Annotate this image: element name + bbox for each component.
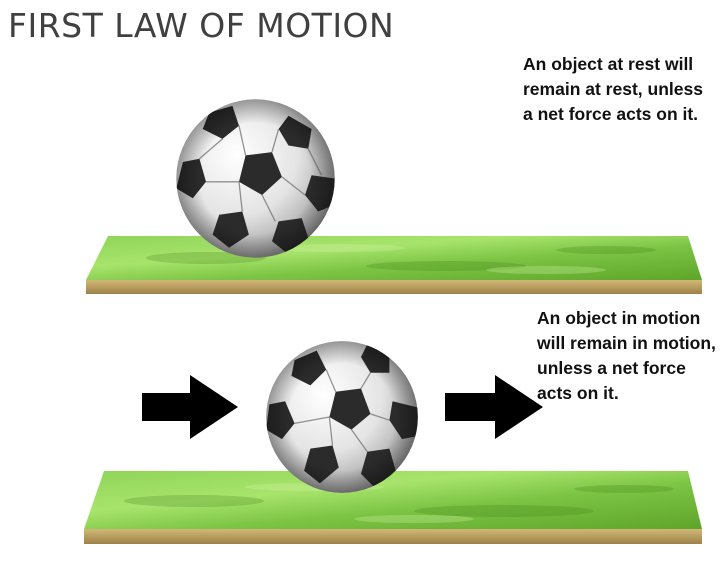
right-arrow-icon (142, 375, 238, 439)
soccer-ball-icon (266, 341, 418, 493)
rest-caption: An object at rest will remain at rest, u… (523, 54, 703, 124)
grass-platform-bottom (84, 471, 702, 544)
right-arrow-icon (445, 375, 543, 439)
motion-caption: An object in motion will remain in motio… (537, 308, 716, 403)
soccer-ball-icon (176, 99, 335, 258)
page-title: FIRST LAW OF MOTION (8, 6, 395, 45)
